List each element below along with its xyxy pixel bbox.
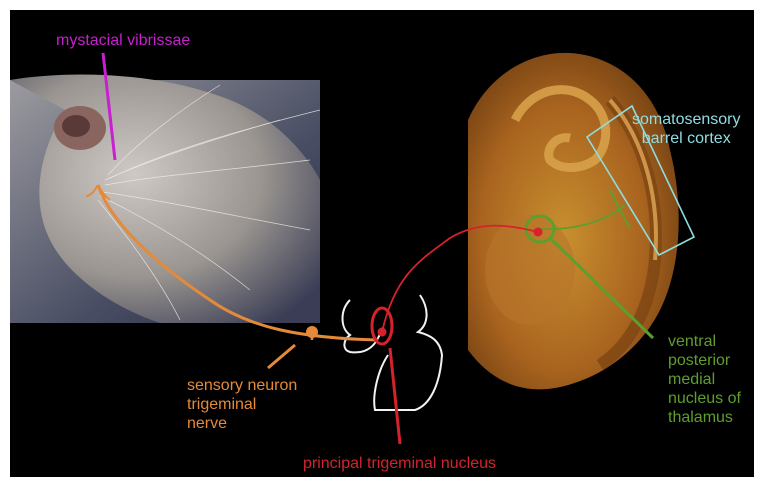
rat-snout-photo	[10, 75, 320, 323]
vibrissae-label: mystacial vibrissae	[56, 31, 190, 50]
vpm-label: ventral posterior medial nucleus of thal…	[668, 332, 741, 427]
principal-nucleus-circle	[372, 308, 392, 344]
sensory-neuron-label: sensory neuron trigeminal nerve	[187, 376, 297, 433]
principal-nucleus-label: principal trigeminal nucleus	[303, 454, 496, 473]
pathway-diagram	[10, 10, 754, 477]
brainstem-outline	[343, 295, 443, 410]
sensory-neuron-pointer-line	[268, 345, 295, 368]
principal-nucleus-pointer-line	[390, 348, 400, 444]
barrel-cortex-label: somatosensory barrel cortex	[632, 110, 741, 148]
figure-frame: mystacial vibrissae sensory neuron trige…	[10, 10, 754, 477]
brain-section	[468, 53, 679, 390]
